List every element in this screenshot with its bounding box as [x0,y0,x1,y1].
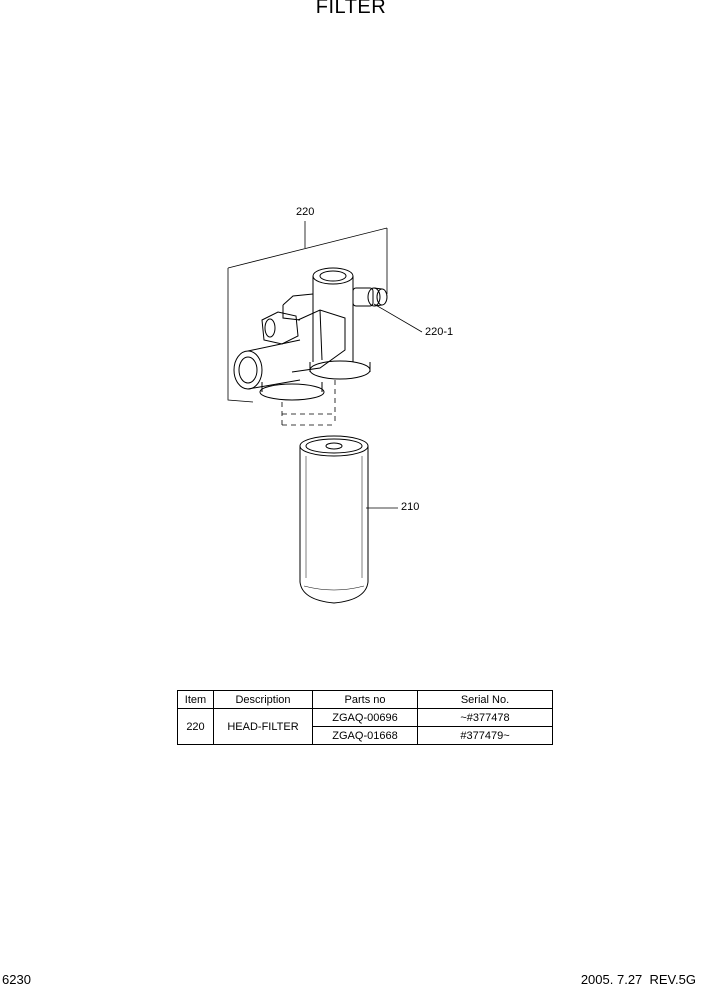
description-cell: HEAD-FILTER [213,708,313,745]
callout-bracket-220 [227,221,388,403]
parts-table: Item Description Parts no Serial No. 220… [177,690,553,745]
page-number: 6230 [2,972,31,987]
item-cell: 220 [177,708,214,745]
header-serial-no: Serial No. [417,690,553,709]
header-description: Description [213,690,313,709]
table-row: ZGAQ-01668 #377479~ [178,726,553,745]
callout-210: 210 [401,501,420,513]
head-filter-part [233,267,388,426]
callout-220: 220 [296,206,315,218]
revision-date: 2005. 7.27 REV.5G [580,972,696,987]
header-item: Item [177,690,214,709]
table-header-row: Item Description Parts no Serial No. [177,690,553,709]
parts-no-cell: ZGAQ-00696 [312,708,418,727]
table-row: 220 HEAD-FILTER ZGAQ-00696 ~#377478 [177,708,553,745]
serial-cell: ~#377478 [417,708,553,727]
serial-cell: #377479~ [417,726,553,745]
filter-cartridge-part [299,435,369,604]
header-parts-no: Parts no [312,690,418,709]
callout-220-1: 220-1 [425,326,454,338]
leader-220-1 [373,303,423,333]
parts-no-cell: ZGAQ-01668 [312,726,418,745]
page-title: FILTER [315,0,387,18]
